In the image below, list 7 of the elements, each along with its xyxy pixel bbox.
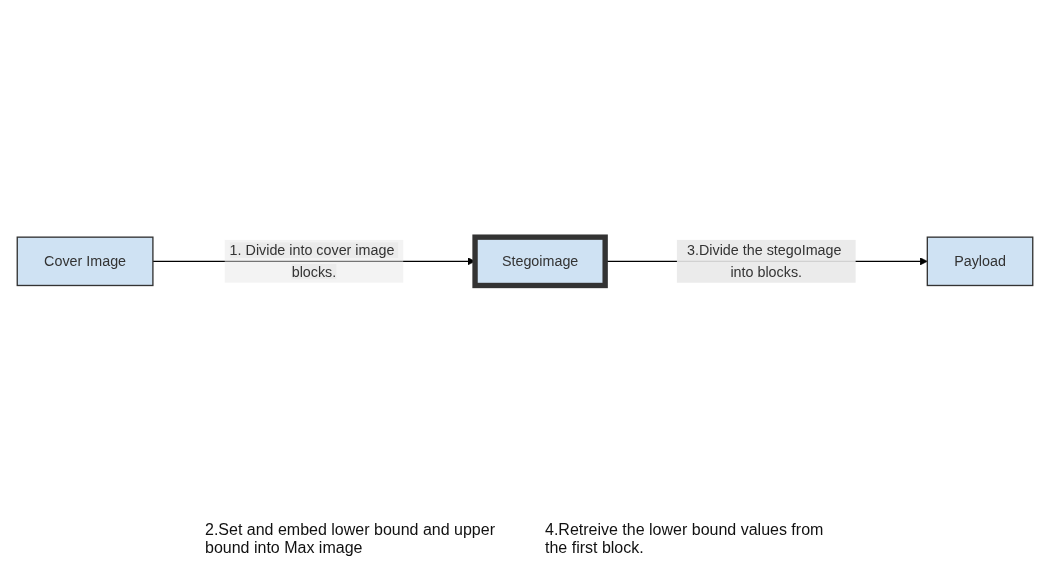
note-text: 2.Set and embed lower bound and upper bound into Max image (205, 521, 496, 557)
node-box: Payload (926, 236, 1034, 287)
node-box: Stegoimage (472, 234, 608, 289)
node-box: Cover Image (16, 236, 154, 287)
edge-label: 3.Divide the stegoImage into blocks. (687, 242, 842, 280)
note-text: 4.Retreive the lower bound values from the first block. (545, 521, 825, 557)
edge-label: 1. Divide into cover image blocks. (229, 242, 395, 280)
